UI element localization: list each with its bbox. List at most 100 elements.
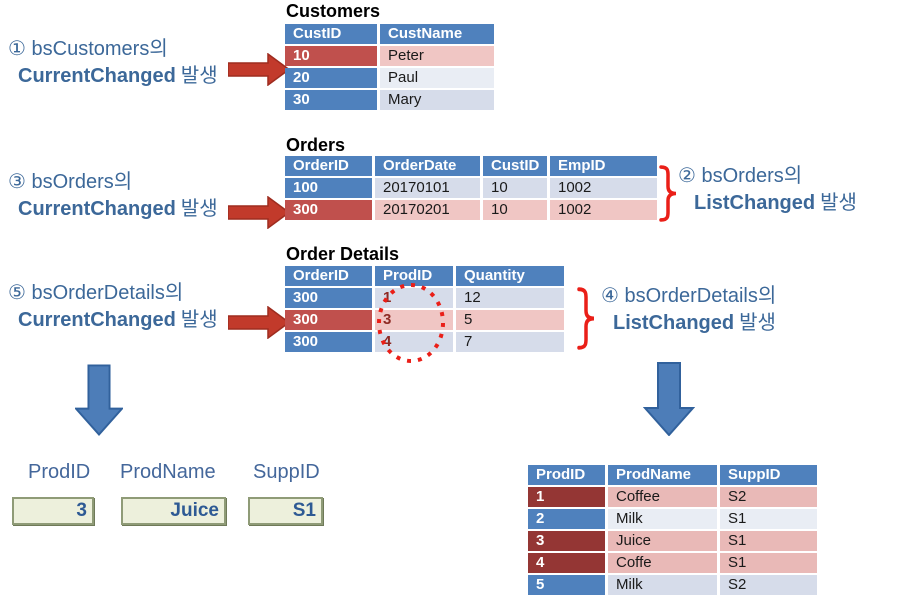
cell: 3 [375, 310, 453, 330]
annotation-event: CurrentChanged [18, 198, 176, 220]
header-cell: OrderID [285, 156, 372, 176]
annotation-suffix: 발생 [820, 192, 857, 214]
cell: S2 [720, 575, 817, 595]
cell: 20170101 [375, 178, 480, 198]
cell: S1 [720, 553, 817, 573]
cell: Paul [380, 68, 494, 88]
annotation-subject: bsCustomers의 [31, 38, 168, 60]
cell: S1 [720, 531, 817, 551]
circled-number: ③ [8, 171, 26, 193]
red-arrow-icon [228, 196, 290, 229]
orders-table-title: Orders [286, 135, 346, 155]
cell: 1002 [550, 200, 657, 220]
field-label-prodname: ProdName [120, 461, 216, 483]
annotation-subject: bsOrders의 [701, 165, 803, 187]
cell: 30 [285, 90, 377, 110]
header-cell: CustID [483, 156, 547, 176]
cell: Coffe [608, 553, 717, 573]
cell: Mary [380, 90, 494, 110]
annotation-event: ListChanged [613, 312, 735, 334]
annotation-1-line1: ① bsCustomers의 [8, 36, 218, 63]
cell: Juice [608, 531, 717, 551]
field-label-suppid: SuppID [253, 461, 320, 483]
annotation-3-line1: ③ bsOrders의 [8, 169, 218, 196]
cell: 2 [528, 509, 605, 529]
header-cell: ProdID [375, 266, 453, 286]
annotation-subject: bsOrders의 [31, 171, 133, 193]
highlight-ellipse [377, 283, 445, 363]
annotation-subject: bsOrderDetails의 [624, 285, 777, 307]
annotation-suffix: 발생 [180, 309, 218, 331]
down-arrow-icon [643, 362, 695, 436]
cell: 1002 [550, 178, 657, 198]
annotation-5-line1: ⑤ bsOrderDetails의 [8, 280, 218, 307]
cell: 20170201 [375, 200, 480, 220]
cell: 5 [456, 310, 564, 330]
cell: 3 [528, 531, 605, 551]
annotation-event: ListChanged [694, 192, 816, 214]
annotation-4-line1: ④ bsOrderDetails의 [601, 283, 776, 310]
cell: 4 [528, 553, 605, 573]
header-cell: OrderID [285, 266, 372, 286]
cell: 5 [528, 575, 605, 595]
prodid-field: 3 [12, 497, 94, 525]
down-arrow-icon [75, 364, 123, 437]
red-brace-icon [577, 287, 595, 350]
cell: Coffee [608, 487, 717, 507]
cell: 10 [483, 200, 547, 220]
header-cell: Quantity [456, 266, 564, 286]
cell: 300 [285, 288, 372, 308]
header-cell: OrderDate [375, 156, 480, 176]
annotation-suffix: 발생 [739, 312, 776, 334]
circled-number: ② [678, 165, 696, 187]
cell: 1 [375, 288, 453, 308]
cell: S2 [720, 487, 817, 507]
header-cell: ProdName [608, 465, 717, 485]
cell: Milk [608, 509, 717, 529]
customers-table-title: Customers [286, 1, 381, 21]
cell: 4 [375, 332, 453, 352]
header-cell: ProdID [528, 465, 605, 485]
order-details-table-title: Order Details [286, 244, 400, 264]
cell: Peter [380, 46, 494, 66]
cell: 10 [483, 178, 547, 198]
cell: S1 [720, 509, 817, 529]
header-cell: CustID [285, 24, 377, 44]
cell: 300 [285, 332, 372, 352]
cell: 7 [456, 332, 564, 352]
red-brace-icon [659, 165, 677, 222]
header-cell: SuppID [720, 465, 817, 485]
field-label-prodid: ProdID [28, 461, 91, 483]
cell: 100 [285, 178, 372, 198]
header-cell: EmpID [550, 156, 657, 176]
header-cell: CustName [380, 24, 494, 44]
cell: 300 [285, 200, 372, 220]
cell: 1 [528, 487, 605, 507]
annotation-event: CurrentChanged [18, 65, 176, 87]
prodname-field: Juice [121, 497, 226, 525]
red-arrow-icon [228, 306, 290, 339]
cell: Milk [608, 575, 717, 595]
circled-number: ① [8, 38, 26, 60]
annotation-event: CurrentChanged [18, 309, 176, 331]
cell: 300 [285, 310, 372, 330]
suppid-field: S1 [248, 497, 323, 525]
annotation-2-line1: ② bsOrders의 [678, 163, 857, 190]
cell: 10 [285, 46, 377, 66]
red-arrow-icon [228, 53, 290, 86]
circled-number: ④ [601, 285, 619, 307]
